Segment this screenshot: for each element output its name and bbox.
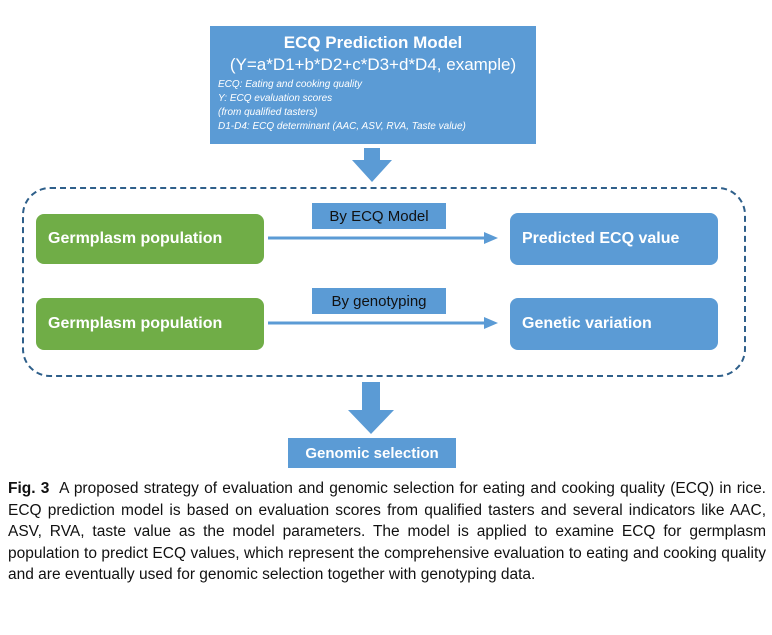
model-notes: ECQ: Eating and cooking quality Y: ECQ e… — [210, 78, 536, 134]
caption-label: Fig. 3 — [8, 480, 50, 497]
genomic-selection-label: Genomic selection — [305, 444, 439, 462]
method-text-1: By ECQ Model — [329, 207, 429, 225]
arrow-row2 — [268, 317, 498, 329]
predicted-ecq-box: Predicted ECQ value — [510, 213, 718, 265]
figure-caption: Fig. 3 A proposed strategy of evaluation… — [8, 478, 766, 586]
genomic-selection-box: Genomic selection — [288, 438, 456, 468]
model-title: ECQ Prediction Model — [283, 33, 463, 52]
method-label-genotyping: By genotyping — [312, 288, 446, 314]
model-note: ECQ: Eating and cooking quality — [218, 79, 362, 90]
model-note: (from qualified tasters) — [218, 107, 318, 118]
predicted-ecq-label: Predicted ECQ value — [522, 230, 680, 247]
ecq-model-box: ECQ Prediction Model (Y=a*D1+b*D2+c*D3+d… — [210, 26, 536, 144]
genetic-variation-label: Genetic variation — [522, 315, 652, 332]
germplasm-label-2: Germplasm population — [48, 315, 223, 332]
down-arrow-genomic — [348, 382, 394, 434]
model-note: D1-D4: ECQ determinant (AAC, ASV, RVA, T… — [218, 121, 466, 132]
arrow-row1 — [268, 232, 498, 244]
germplasm-label-1: Germplasm population — [48, 230, 223, 247]
caption-text: A proposed strategy of evaluation and ge… — [8, 480, 766, 583]
method-text-2: By genotyping — [331, 292, 427, 310]
model-formula: (Y=a*D1+b*D2+c*D3+d*D4, example) — [229, 55, 517, 74]
dashed-frame — [22, 187, 746, 377]
germplasm-population-box-2: Germplasm population — [36, 298, 264, 350]
down-arrow-model — [352, 148, 392, 182]
genetic-variation-box: Genetic variation — [510, 298, 718, 350]
model-note: Y: ECQ evaluation scores — [218, 93, 333, 104]
germplasm-population-box-1: Germplasm population — [36, 214, 264, 264]
method-label-ecq-model: By ECQ Model — [312, 203, 446, 229]
